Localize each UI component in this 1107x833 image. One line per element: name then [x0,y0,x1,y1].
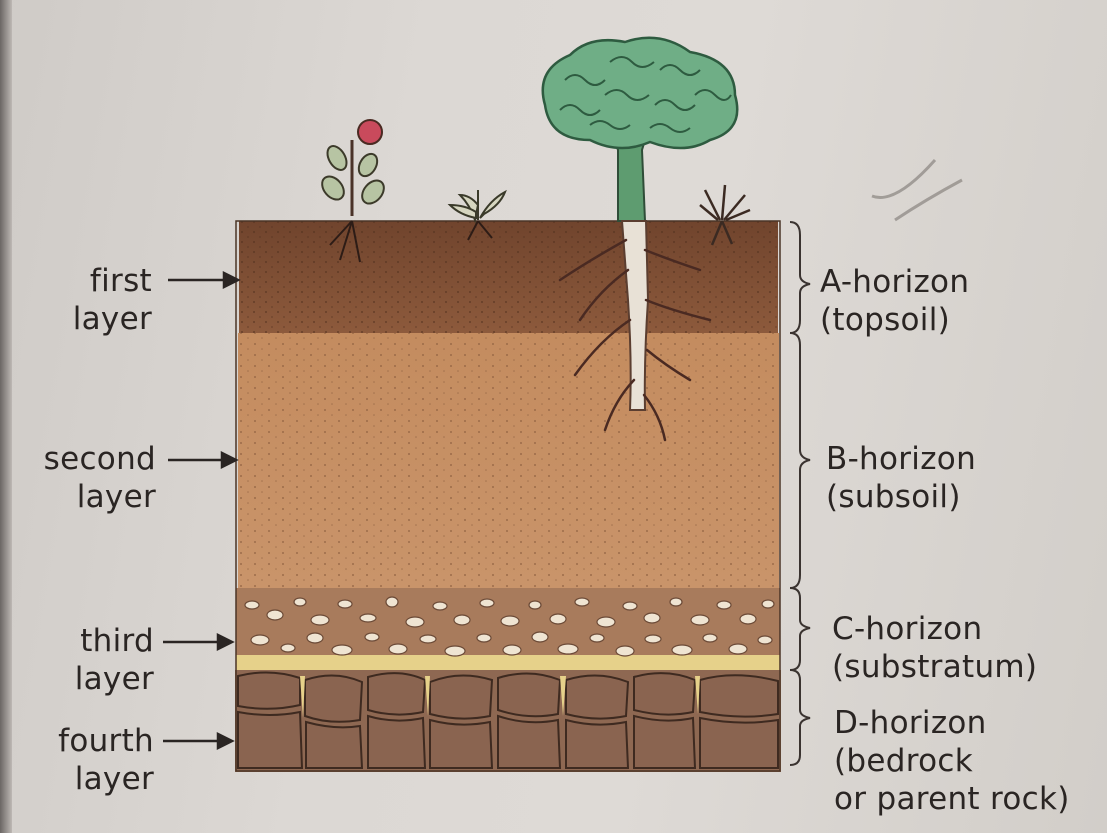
b-horizon-description: (subsoil) [826,478,1086,516]
b-horizon-title: B-horizon [826,440,1086,478]
d-horizon-label: D-horizon (bedrock or parent rock) [834,704,1094,818]
second-layer-label: second layer [6,440,156,516]
left-arrows [163,273,238,748]
third-layer-label-line1: third [4,622,154,660]
second-layer-label-line1: second [6,440,156,478]
d-horizon-description-line2: or parent rock) [834,780,1094,818]
first-layer-label: first layer [2,262,152,338]
a-horizon-title: A-horizon [820,263,1080,301]
a-horizon-label: A-horizon (topsoil) [820,263,1080,339]
fourth-layer-label: fourth layer [4,722,154,798]
a-horizon-description: (topsoil) [820,301,1080,339]
c-horizon-title: C-horizon [832,610,1092,648]
third-layer-label-line2: layer [4,660,154,698]
right-braces [790,222,810,765]
second-layer-label-line2: layer [6,478,156,516]
first-layer-label-line2: layer [2,300,152,338]
b-horizon-label: B-horizon (subsoil) [826,440,1086,516]
d-horizon-description: (bedrock [834,742,1094,780]
d-horizon-title: D-horizon [834,704,1094,742]
fourth-layer-label-line1: fourth [4,722,154,760]
third-layer-label: third layer [4,622,154,698]
first-layer-label-line1: first [2,262,152,300]
c-horizon-description: (substratum) [832,648,1092,686]
check-marks [872,160,962,220]
c-horizon-label: C-horizon (substratum) [832,610,1092,686]
fourth-layer-label-line2: layer [4,760,154,798]
